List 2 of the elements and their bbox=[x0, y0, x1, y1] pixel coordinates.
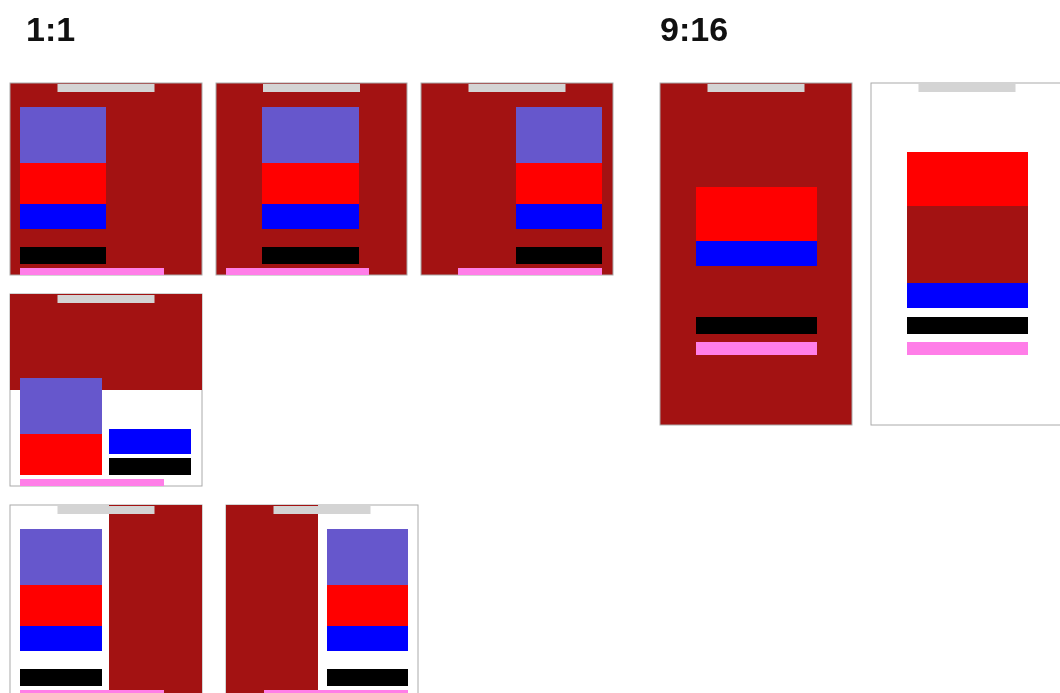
section-heading: 9:16 bbox=[660, 12, 729, 46]
section-heading: 1:1 bbox=[26, 12, 76, 46]
